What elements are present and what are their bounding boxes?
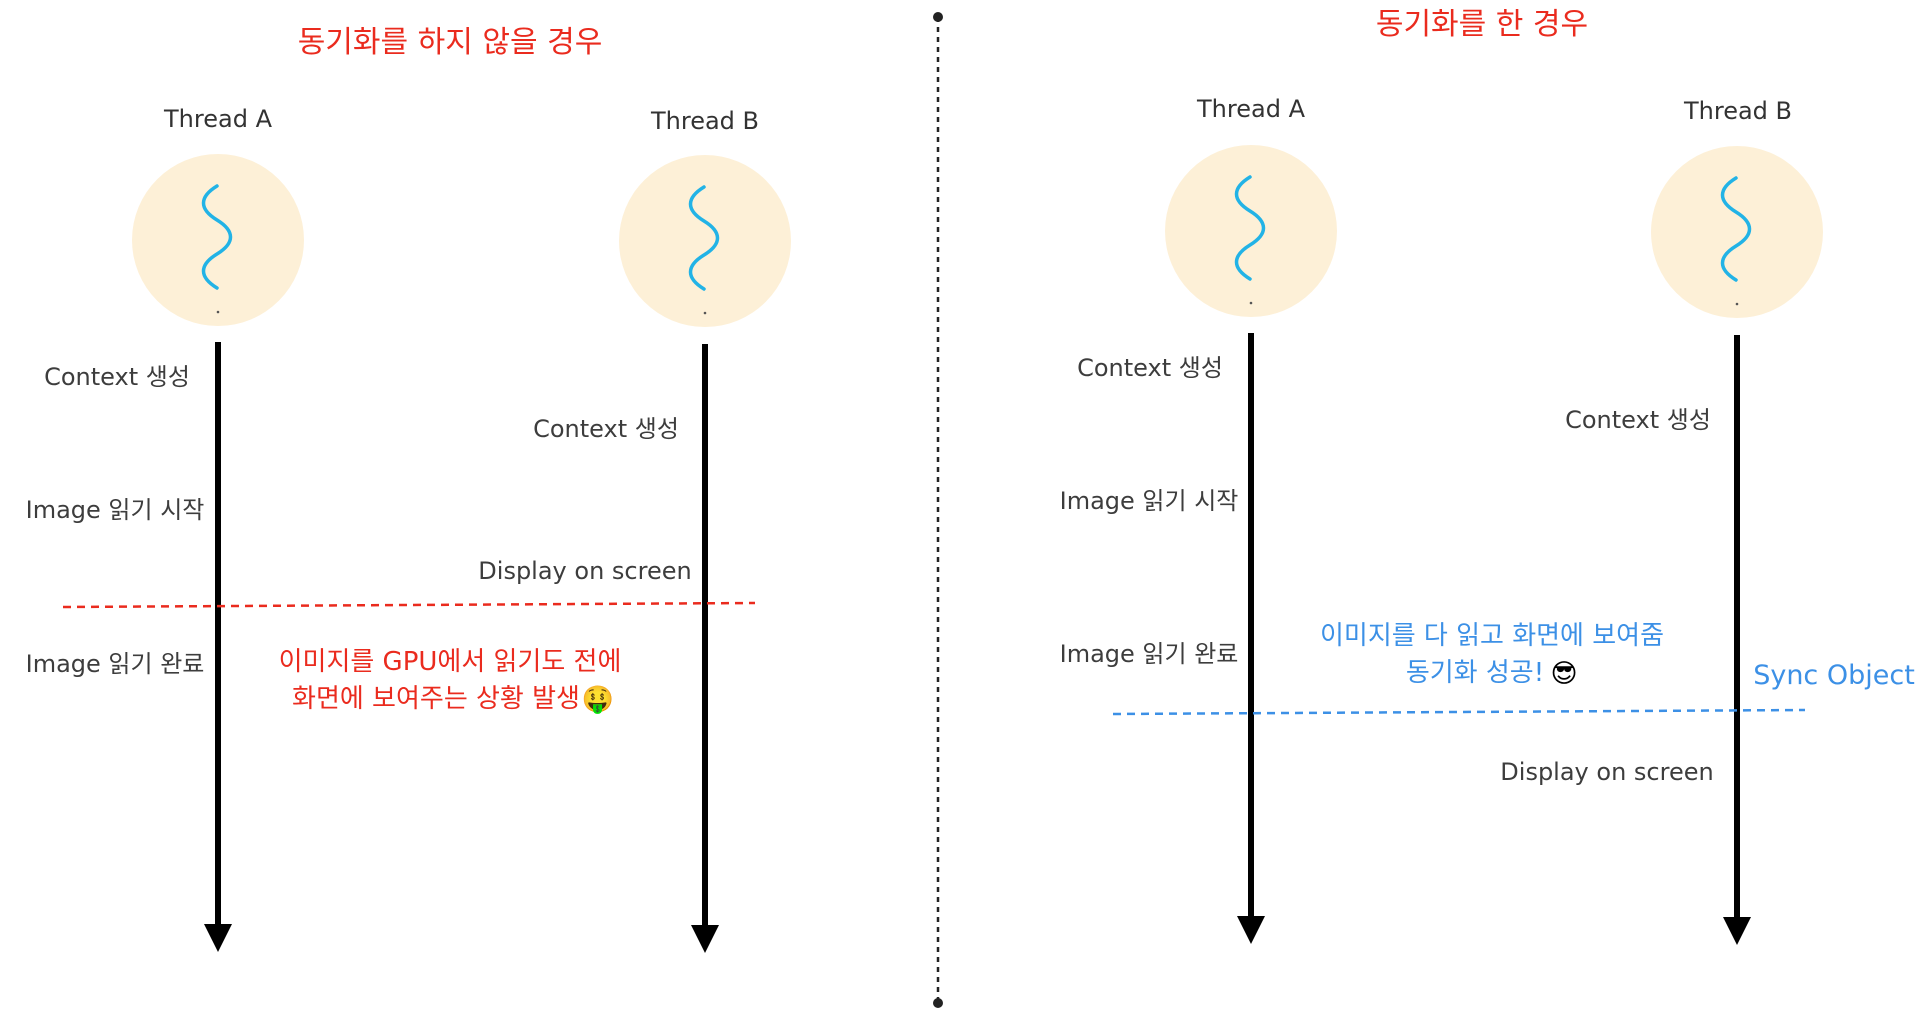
wave-icon bbox=[688, 185, 720, 291]
money-mouth-face-emoji: 🤑 bbox=[582, 685, 614, 715]
left-b-display-label: Display on screen bbox=[478, 557, 691, 585]
left-thread-b-node bbox=[619, 155, 791, 327]
left-b-context-label: Context 생성 bbox=[533, 415, 679, 443]
left-note-line2: 화면에 보여주는 상황 발생 bbox=[292, 684, 580, 714]
right-panel: 동기화를 한 경우 Thread A Thread B Context 생성 I… bbox=[1060, 7, 1915, 945]
left-thread-a-timeline bbox=[204, 342, 232, 952]
left-a-context-label: Context 생성 bbox=[44, 363, 190, 391]
left-thread-a-node bbox=[132, 154, 304, 326]
left-race-line bbox=[62, 601, 756, 609]
wave-icon bbox=[1720, 176, 1752, 282]
left-thread-b-label: Thread B bbox=[650, 107, 759, 135]
center-divider bbox=[933, 12, 943, 1008]
wave-icon bbox=[1234, 175, 1266, 281]
left-title: 동기화를 하지 않을 경우 bbox=[298, 25, 603, 60]
right-note-line1: 이미지를 다 읽고 화면에 보여줌 bbox=[1320, 621, 1664, 651]
left-a-read-start-label: Image 읽기 시작 bbox=[26, 496, 205, 524]
right-thread-b-node bbox=[1651, 146, 1823, 318]
wave-icon bbox=[201, 184, 233, 290]
right-thread-a-node bbox=[1165, 145, 1337, 317]
right-a-read-start-label: Image 읽기 시작 bbox=[1060, 487, 1239, 515]
right-a-context-label: Context 생성 bbox=[1077, 354, 1223, 382]
right-a-read-done-label: Image 읽기 완료 bbox=[1060, 640, 1239, 668]
right-b-context-label: Context 생성 bbox=[1565, 406, 1711, 434]
right-b-display-label: Display on screen bbox=[1500, 758, 1713, 786]
right-thread-a-label: Thread A bbox=[1196, 95, 1306, 123]
right-note-line2: 동기화 성공! bbox=[1406, 658, 1544, 688]
left-a-read-done-label: Image 읽기 완료 bbox=[26, 650, 205, 678]
left-panel: 동기화를 하지 않을 경우 Thread A Thread B Context … bbox=[26, 25, 791, 953]
left-note-line1: 이미지를 GPU에서 읽기도 전에 bbox=[279, 647, 622, 677]
right-title: 동기화를 한 경우 bbox=[1376, 7, 1588, 42]
sync-object-label: Sync Object bbox=[1753, 660, 1915, 691]
right-thread-a-timeline bbox=[1237, 333, 1265, 944]
left-thread-b-timeline bbox=[691, 344, 719, 953]
sunglasses-face-emoji: 😎 bbox=[1550, 659, 1577, 689]
sync-line bbox=[1112, 708, 1806, 716]
left-thread-a-label: Thread A bbox=[163, 105, 273, 133]
right-thread-b-timeline bbox=[1723, 335, 1751, 945]
right-thread-b-label: Thread B bbox=[1683, 97, 1792, 125]
